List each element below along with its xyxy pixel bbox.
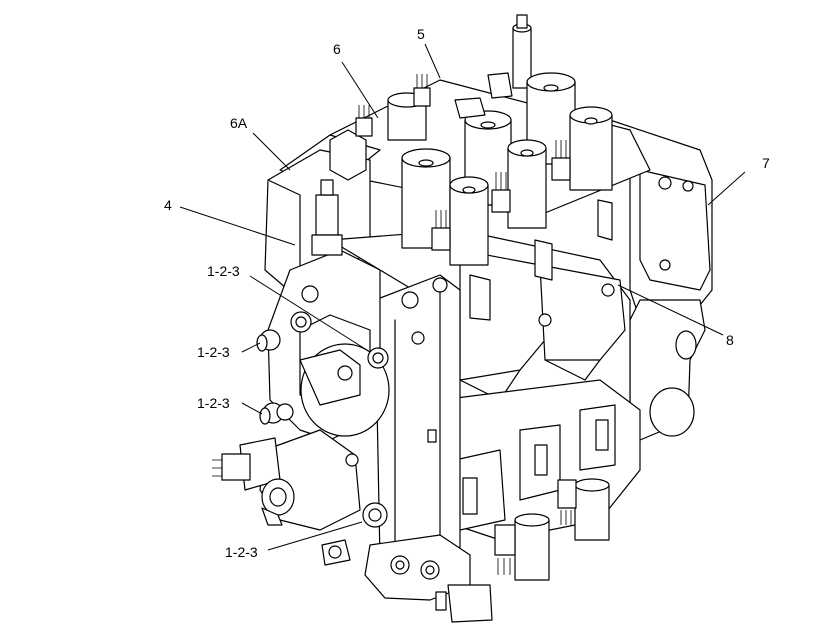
leader-123-c (241, 402, 263, 415)
leader-6 (341, 61, 379, 119)
leader-6a (252, 132, 291, 171)
callout-6: 6 (333, 41, 341, 57)
leader-123-b (241, 342, 261, 353)
callout-8: 8 (726, 332, 734, 348)
callout-1-2-3-c: 1-2-3 (197, 395, 230, 411)
leader-8 (617, 284, 724, 336)
callout-6a: 6A (230, 115, 248, 131)
leader-7 (707, 171, 746, 206)
callout-1-2-3-a: 1-2-3 (207, 263, 240, 279)
top-solenoids (311, 14, 613, 266)
leader-4 (179, 206, 296, 246)
leader-123-a (249, 275, 371, 353)
valve-body-drawing (212, 79, 713, 623)
callout-7: 7 (762, 155, 770, 171)
leader-5 (424, 43, 441, 79)
fittings (256, 277, 615, 559)
callout-4: 4 (164, 197, 172, 213)
leader-123-d (267, 521, 363, 551)
callouts: 5 6 6A 7 4 8 1-2-3 1-2-3 1-2-3 1-2-3 (164, 26, 770, 560)
callout-1-2-3-d: 1-2-3 (225, 544, 258, 560)
callout-1-2-3-b: 1-2-3 (197, 344, 230, 360)
leader-lines (179, 43, 746, 551)
callout-5: 5 (417, 26, 425, 42)
